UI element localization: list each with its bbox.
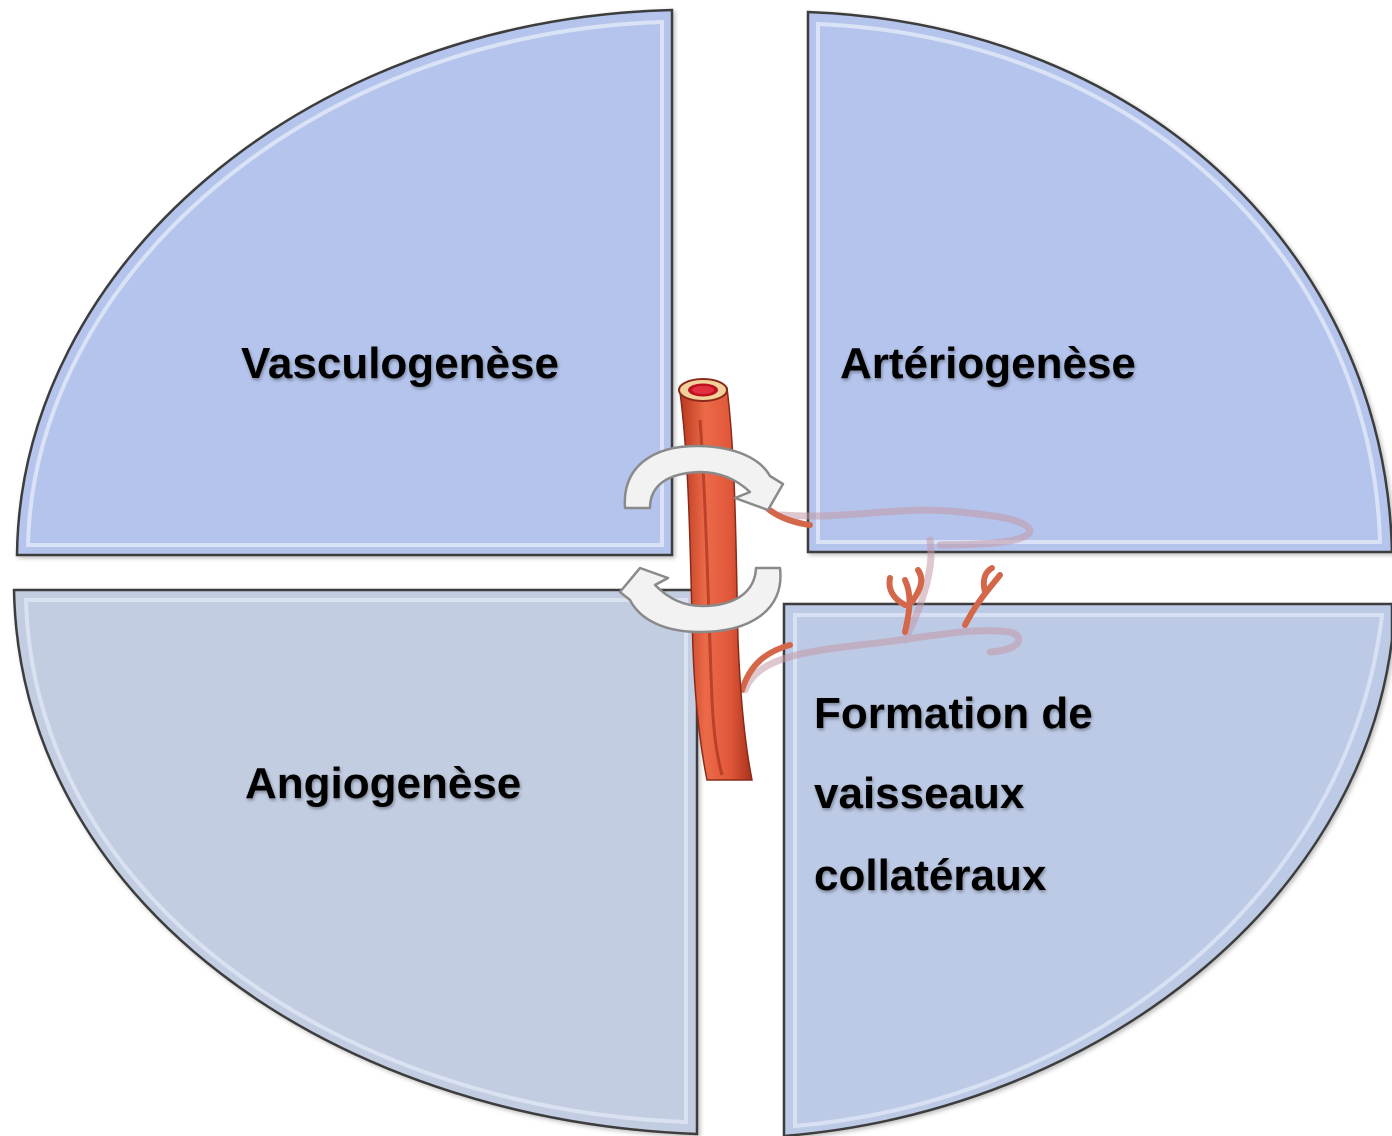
label-line-2: vaisseaux [814, 769, 1025, 818]
quadrant-angiogenese [14, 590, 697, 1134]
label-angiogenese: Angiogenèse [245, 759, 521, 808]
quadrant-shape [808, 12, 1392, 552]
quadrant-shape [17, 10, 672, 555]
label-arteriogenese: Artériogenèse [840, 339, 1136, 388]
label-line-3: collatéraux [814, 851, 1047, 900]
quadrant-shape [14, 590, 697, 1134]
quadrant-vasculogenese [17, 10, 672, 555]
label-line-1: Formation de [814, 689, 1093, 738]
label-vasculogenese: Vasculogenèse [241, 339, 559, 388]
quadrant-arteriogenese [808, 12, 1392, 552]
